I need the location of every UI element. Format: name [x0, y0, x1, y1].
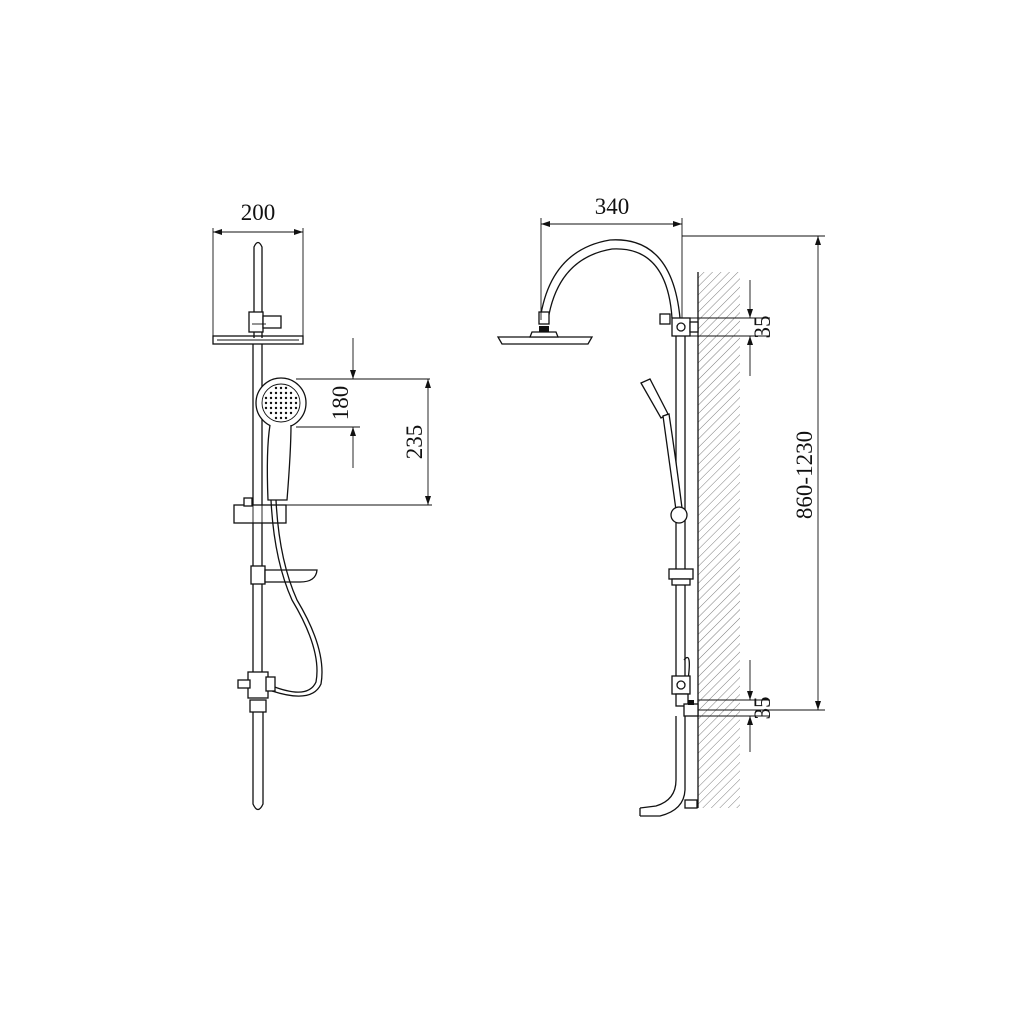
nozzle-dot — [279, 396, 283, 400]
dim-width-200: 200 — [212, 200, 304, 336]
side-gooseneck-arm — [538, 239, 681, 332]
nozzle-dot — [294, 401, 298, 405]
nozzle-dot — [274, 396, 278, 400]
dim-bottom-35: 35 — [698, 660, 775, 752]
nozzle-dot — [269, 391, 273, 395]
nozzle-dot — [284, 411, 288, 415]
side-soap-dish — [668, 568, 694, 586]
nozzle-dot — [269, 396, 273, 400]
side-view: 340 35 860-1230 35 — [496, 194, 825, 817]
dim-handshower-180: 180 — [296, 338, 430, 468]
nozzle-dot — [274, 391, 278, 395]
dim-top-label: 35 — [750, 316, 775, 339]
dim-top-35: 35 — [690, 280, 775, 376]
nozzle-dot — [289, 406, 293, 410]
dim-width-label: 200 — [241, 200, 276, 225]
nozzle-dot — [274, 386, 278, 390]
dim-bottom-label: 35 — [750, 697, 775, 720]
side-top-bracket — [659, 313, 699, 337]
nozzle-pattern — [264, 386, 298, 420]
nozzle-dot — [274, 411, 278, 415]
nozzle-dot — [279, 416, 283, 420]
side-hand-shower — [640, 378, 688, 524]
nozzle-dot — [264, 396, 268, 400]
nozzle-dot — [269, 401, 273, 405]
dim-height-range: 860-1230 — [682, 235, 825, 711]
dim-slider-label: 235 — [402, 425, 427, 460]
front-upper-pipe — [248, 241, 282, 338]
nozzle-dot — [269, 411, 273, 415]
nozzle-dot — [274, 416, 278, 420]
nozzle-dot — [274, 406, 278, 410]
nozzle-dot — [284, 416, 288, 420]
nozzle-dot — [289, 411, 293, 415]
nozzle-dot — [284, 401, 288, 405]
nozzle-dot — [279, 406, 283, 410]
nozzle-dot — [279, 391, 283, 395]
nozzle-dot — [289, 391, 293, 395]
nozzle-dot — [284, 386, 288, 390]
nozzle-dot — [279, 401, 283, 405]
front-hose — [270, 499, 323, 697]
front-overhead-shower — [212, 335, 304, 345]
nozzle-dot — [284, 391, 288, 395]
nozzle-dot — [289, 396, 293, 400]
nozzle-dot — [264, 406, 268, 410]
nozzle-dot — [289, 401, 293, 405]
side-diverter — [671, 656, 691, 707]
front-hand-shower — [255, 377, 307, 501]
nozzle-dot — [284, 406, 288, 410]
nozzle-dot — [279, 386, 283, 390]
front-diverter — [237, 671, 276, 713]
front-soap-dish — [250, 565, 318, 585]
dim-height-label: 860-1230 — [792, 431, 817, 519]
dim-slider-235: 235 — [286, 379, 432, 506]
front-view: 200 180 235 — [212, 200, 432, 811]
side-shower-head — [496, 331, 594, 345]
dim-handshower-label: 180 — [328, 386, 353, 421]
nozzle-dot — [294, 406, 298, 410]
nozzle-dot — [274, 401, 278, 405]
nozzle-dot — [294, 396, 298, 400]
dim-reach-340: 340 — [540, 194, 683, 320]
front-slider — [233, 497, 287, 524]
front-lower-pipe — [252, 712, 264, 811]
nozzle-dot — [279, 411, 283, 415]
nozzle-dot — [284, 396, 288, 400]
nozzle-dot — [264, 401, 268, 405]
side-lower-pipe — [639, 716, 698, 817]
dim-reach-label: 340 — [595, 194, 630, 219]
wall-section — [697, 272, 740, 808]
nozzle-dot — [269, 406, 273, 410]
